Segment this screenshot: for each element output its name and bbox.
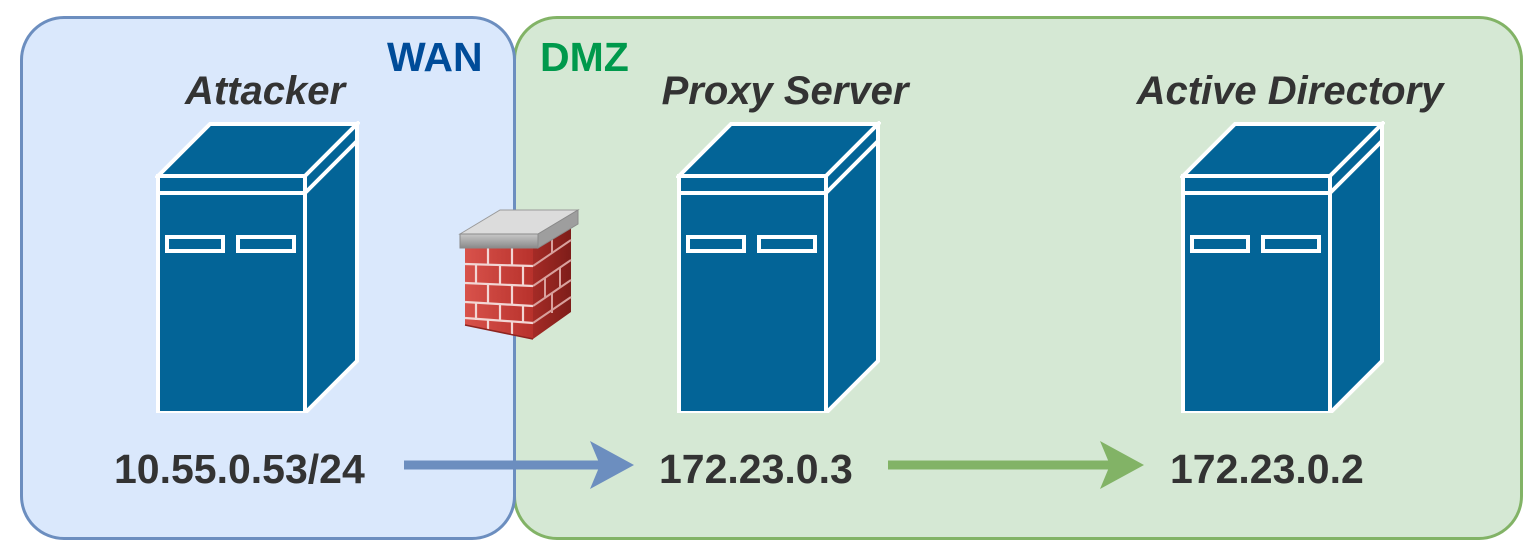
attacker-server-icon xyxy=(155,121,360,413)
proxy-server-icon xyxy=(676,121,881,413)
firewall-icon xyxy=(458,209,580,340)
active-directory-title: Active Directory xyxy=(1136,69,1444,113)
proxy-server-ip-label: 172.23.0.3 xyxy=(659,446,853,492)
attacker-title: Attacker xyxy=(184,69,346,113)
arrow-attacker-to-proxy xyxy=(404,441,634,489)
arrow-proxy-to-active-directory xyxy=(888,441,1144,489)
wan-zone-label: WAN xyxy=(387,34,483,80)
proxy-server-title: Proxy Server xyxy=(661,69,909,113)
attacker-ip-label: 10.55.0.53/24 xyxy=(114,446,365,492)
active-directory-server-icon xyxy=(1180,121,1385,413)
dmz-zone-label: DMZ xyxy=(540,34,629,80)
active-directory-ip-label: 172.23.0.2 xyxy=(1170,446,1364,492)
